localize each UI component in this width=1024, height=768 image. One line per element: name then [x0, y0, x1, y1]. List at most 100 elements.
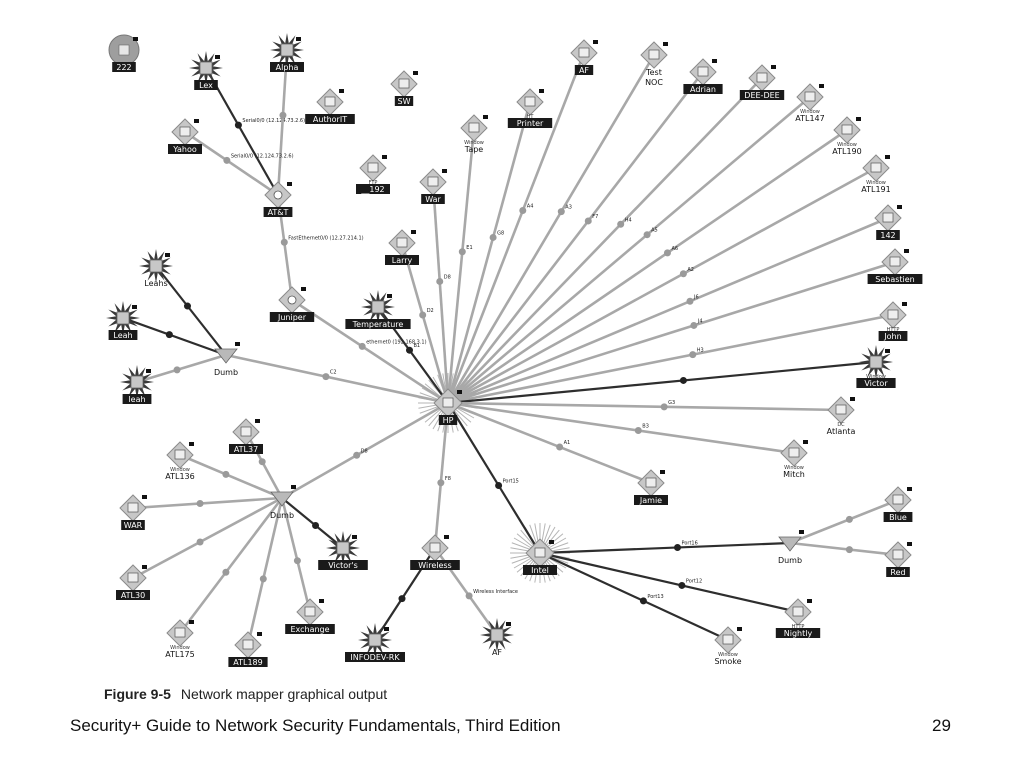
node-leah2[interactable]: leah	[120, 365, 154, 404]
edge-lex-att[interactable]	[205, 67, 279, 196]
edge-atl189-dumb2[interactable]	[246, 497, 284, 646]
node-label-bg	[305, 114, 355, 124]
edge-blue-dumb3[interactable]	[789, 498, 899, 545]
node-dumb1[interactable]: Dumb	[214, 342, 240, 377]
edge-port-dot	[678, 581, 686, 589]
node-af2[interactable]: AF	[480, 618, 514, 657]
node-hp[interactable]: HP	[433, 388, 463, 425]
node-dumb3[interactable]: Dumb	[778, 530, 804, 565]
node-n142[interactable]: 142	[874, 204, 902, 240]
node-af1[interactable]: AF	[570, 39, 598, 75]
edge-leah2-dumb1[interactable]	[136, 353, 227, 384]
node-atl37[interactable]: ATL37	[229, 418, 263, 454]
node-war[interactable]: War	[419, 168, 447, 204]
node-adrian[interactable]: Adrian	[683, 58, 723, 94]
edge-jamie-hp[interactable]	[447, 401, 652, 485]
node-n192[interactable]: FTP__192	[356, 154, 390, 194]
edge-atl30-dumb2[interactable]	[132, 496, 283, 580]
edge-dumb1-hp[interactable]	[225, 353, 449, 405]
edge-alpha-att[interactable]	[276, 49, 289, 196]
node-sw[interactable]: SW	[390, 70, 418, 106]
edge-dumb2-hp[interactable]	[281, 401, 449, 500]
edge-adrian-hp[interactable]	[446, 71, 705, 404]
edge-dumb3-intel[interactable]	[539, 541, 791, 555]
edge-victor-hp[interactable]	[447, 360, 877, 405]
node-leah[interactable]: Leah	[106, 301, 140, 340]
edge-port-dot	[419, 311, 427, 319]
node-red[interactable]: Red	[884, 541, 912, 577]
edge-wireless-hp[interactable]	[433, 402, 450, 549]
node-att[interactable]: AT&T	[263, 181, 293, 217]
node-larry[interactable]: Larry	[385, 229, 419, 265]
node-authorit[interactable]: AuthorIT	[305, 88, 355, 124]
edge-af1-hp[interactable]	[446, 52, 586, 404]
edge-n142-hp[interactable]	[447, 216, 889, 405]
edge-yahoo-att[interactable]	[184, 130, 279, 197]
edge-atl37-dumb2[interactable]	[244, 431, 284, 499]
edge-larry-hp[interactable]	[400, 242, 450, 404]
node-temperature[interactable]: Temperature	[345, 290, 411, 329]
edge-sebastien-hp[interactable]	[447, 260, 896, 405]
node-sebastien[interactable]: Sebastien	[867, 248, 923, 284]
edge-john-hp[interactable]	[447, 313, 894, 405]
node-juniper[interactable]: Juniper	[269, 286, 315, 322]
node-alpha[interactable]: Alpha	[270, 33, 304, 72]
edge-smoke-intel[interactable]	[539, 552, 729, 641]
edge-war-hp[interactable]	[431, 181, 450, 404]
edge-atlanta-hp[interactable]	[447, 401, 842, 412]
node-yahoo[interactable]: Yahoo	[168, 118, 202, 154]
edge-victors-dumb2[interactable]	[281, 497, 344, 549]
node-dumb2[interactable]: Dumb	[270, 485, 296, 520]
edge-port-dot	[196, 500, 204, 507]
edge-atl136-dumb2[interactable]	[179, 453, 283, 500]
node-exchange[interactable]: Exchange	[285, 598, 335, 634]
node-infodev[interactable]: INFODEV-RK	[345, 623, 405, 662]
node-label: Jamie	[639, 496, 662, 505]
node-victors[interactable]: Victor's	[318, 531, 368, 570]
network-map-diagram: Serial0/0 (12.124.73.2.6)Serial0/0 (12.1…	[106, 33, 923, 667]
edge-intel-hp[interactable]	[447, 402, 541, 554]
edge-tape-hp[interactable]	[446, 127, 476, 404]
node-lex[interactable]: Lex	[189, 51, 223, 90]
edge-mitch-hp[interactable]	[447, 401, 795, 455]
node-intel[interactable]: Intel	[523, 538, 557, 575]
edge-atl175-dumb2[interactable]	[178, 497, 284, 634]
edge-deedee-hp[interactable]	[447, 77, 763, 404]
edge-atl147-hp[interactable]	[447, 96, 811, 404]
edge-testnoc-hp[interactable]	[446, 54, 656, 404]
node-blue[interactable]: Blue	[883, 486, 913, 522]
status-flag-icon	[442, 169, 447, 173]
edge-war2-dumb2[interactable]	[132, 496, 283, 510]
node-wireless[interactable]: Wireless	[410, 534, 460, 570]
edge-nightly-intel[interactable]	[539, 551, 799, 614]
edge-red-dumb3[interactable]	[789, 541, 899, 557]
node-war2[interactable]: WAR	[119, 494, 147, 530]
edge-atl190-hp[interactable]	[447, 128, 848, 405]
edge-exchange-dumb2[interactable]	[280, 497, 312, 613]
edge-leahs-dumb1[interactable]	[155, 265, 227, 356]
edge-atl191-hp[interactable]	[447, 166, 877, 405]
edge-leah-dumb1[interactable]	[122, 316, 227, 357]
node-atl189[interactable]: ATL189	[228, 631, 268, 667]
edge-printer-hp[interactable]	[446, 101, 532, 404]
node-leahs[interactable]: Leahs	[139, 249, 173, 288]
node-jamie[interactable]: Jamie	[634, 469, 668, 505]
edge-juniper-hp[interactable]	[291, 298, 449, 405]
node-atl30[interactable]: ATL30	[116, 564, 150, 600]
node-deedee[interactable]: DEE-DEE	[739, 64, 785, 100]
node-n222[interactable]: 222	[108, 34, 140, 72]
